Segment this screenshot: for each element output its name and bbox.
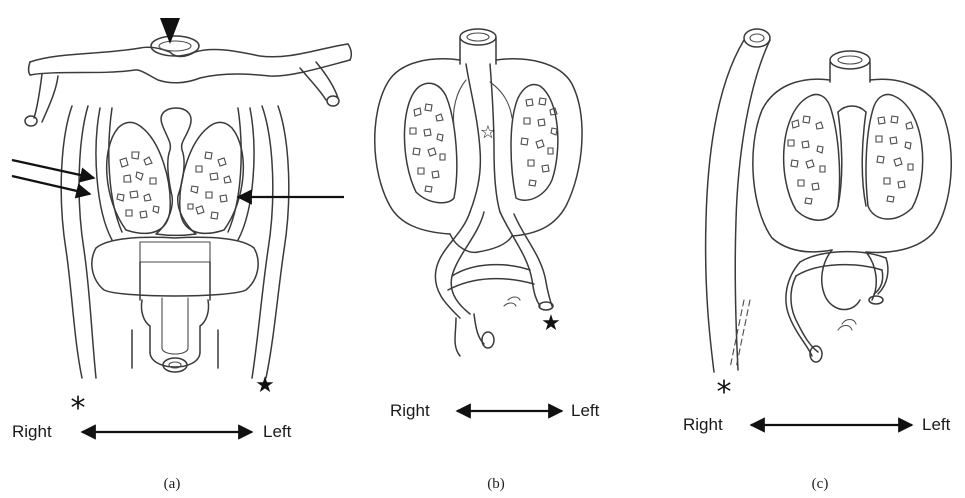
panel-caption-c: (c) — [812, 476, 829, 492]
lung-cells-a — [117, 152, 231, 219]
left-label-a: Left — [263, 422, 292, 441]
star-marker-a: ★ — [255, 373, 275, 398]
left-label-c: Left — [922, 415, 951, 434]
pointer-arrowhead-a — [160, 18, 180, 44]
outline-star-marker-b: ☆ — [480, 122, 496, 143]
panel-caption-a: (a) — [164, 476, 181, 492]
asterisk-marker-c: * — [717, 375, 732, 410]
right-label-c: Right — [683, 415, 723, 434]
right-label-b: Right — [390, 401, 430, 420]
star-marker-b: ★ — [541, 311, 561, 336]
panel-b: ☆ ★ Right Left (b) — [375, 29, 600, 492]
pointer-arrow-a-2 — [12, 176, 90, 194]
left-label-b: Left — [571, 401, 600, 420]
panel-caption-b: (b) — [487, 476, 505, 492]
panel-c: * Right Left (c) — [683, 29, 951, 492]
panel-a: * ★ Right Left (a) — [12, 18, 351, 492]
pointer-arrow-a-1 — [12, 160, 94, 178]
right-label-a: Right — [12, 422, 52, 441]
lung-cells-b — [410, 98, 557, 192]
asterisk-marker-a: * — [71, 391, 86, 426]
lung-cells-c — [788, 116, 913, 204]
